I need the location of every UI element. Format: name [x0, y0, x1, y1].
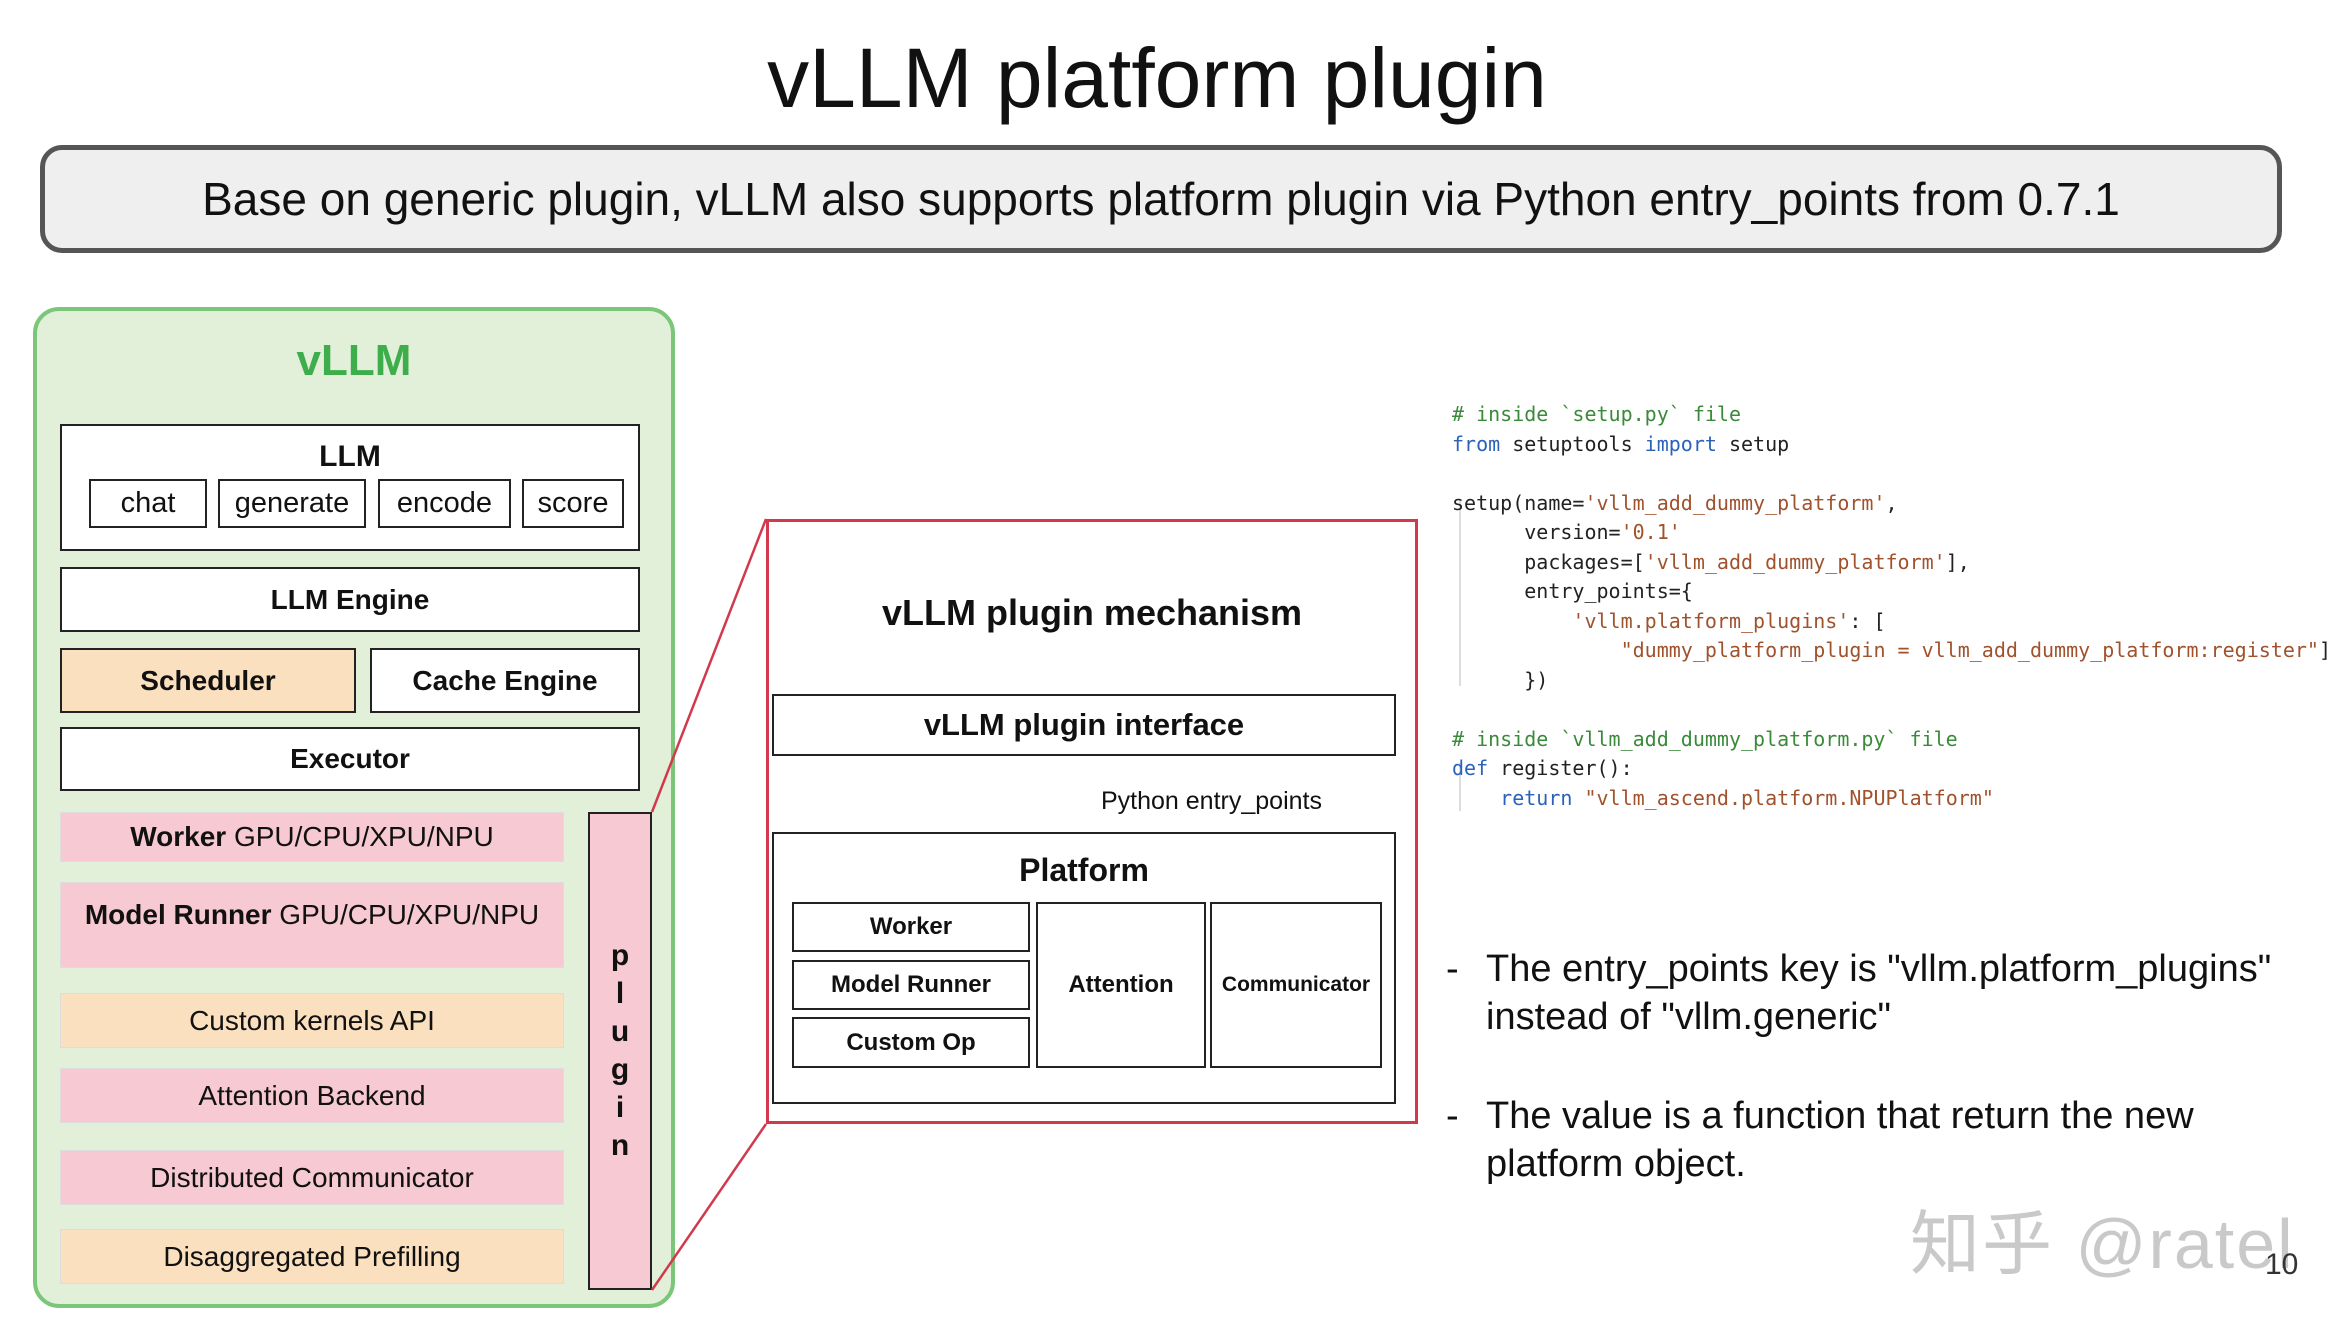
plugin-letter: l [615, 977, 625, 1010]
distributed-communicator-box: Distributed Communicator [60, 1150, 564, 1205]
code-indent-guide [1459, 763, 1461, 811]
code-keyword: import [1644, 431, 1717, 456]
code-text: name= [1524, 490, 1585, 515]
entry-points-label: Python entry_points [1101, 787, 1322, 815]
bullet-dash: - [1446, 1095, 1459, 1137]
platform-title: Platform [1019, 852, 1149, 888]
plugin-letter: i [615, 1091, 625, 1124]
code-text: }) [1524, 667, 1549, 692]
generate-button[interactable]: generate [218, 479, 366, 528]
encode-button[interactable]: encode [378, 479, 511, 528]
bullet-entry-points-key: - The entry_points key is "vllm.platform… [1446, 945, 2326, 1041]
code-text: register(): [1488, 756, 1633, 780]
code-text: : [ [1849, 608, 1886, 633]
vllm-panel-title: vLLM [296, 336, 412, 385]
code-snippet: # inside `setup.py` file from setuptools… [1452, 400, 2332, 813]
scheduler-box: Scheduler [60, 648, 356, 713]
code-text: setup( [1452, 490, 1525, 515]
zoom-line-bottom [650, 1123, 768, 1291]
llm-title: LLM [319, 440, 381, 473]
code-text: version= [1524, 520, 1621, 544]
bullet-value-function: - The value is a function that return th… [1446, 1092, 2326, 1188]
plugin-letter: g [610, 1053, 630, 1086]
executor-box: Executor [60, 727, 640, 791]
model-runner-devices: GPU/CPU/XPU/NPU [271, 899, 540, 930]
code-text: ] [2318, 638, 2332, 662]
summary-banner: Base on generic plugin, vLLM also suppor… [40, 145, 2282, 253]
plugin-interface-box: vLLM plugin interface [772, 694, 1396, 756]
worker-box: Worker GPU/CPU/XPU/NPU [60, 812, 564, 862]
platform-communicator-box: Communicator [1210, 902, 1382, 1068]
code-string: 'vllm_add_dummy_platform' [1584, 490, 1886, 515]
platform-worker-box: Worker [792, 902, 1030, 952]
code-text: entry_points={ [1524, 579, 1693, 603]
code-string: 'vllm_add_dummy_platform' [1644, 549, 1946, 574]
code-string: "dummy_platform_plugin = vllm_add_dummy_… [1620, 638, 2319, 662]
code-text: , [1885, 490, 1898, 515]
plugin-letter: p [610, 939, 630, 972]
code-indent-guide [1459, 500, 1461, 686]
worker-label: Worker [130, 821, 227, 852]
code-text: setup [1716, 431, 1790, 456]
code-text: packages=[ [1524, 549, 1645, 574]
platform-custom-op-box: Custom Op [792, 1017, 1030, 1068]
plugin-letter: u [610, 1015, 630, 1048]
slide-title: vLLM platform plugin [767, 31, 1547, 125]
plugin-column: p l u g i n [588, 812, 652, 1290]
code-string: '0.1' [1620, 520, 1681, 544]
code-string: 'vllm.platform_plugins' [1572, 608, 1850, 633]
watermark: 知乎 @ratel [1910, 1205, 2295, 1283]
model-runner-label: Model Runner [84, 899, 272, 930]
code-string: "vllm_ascend.platform.NPUPlatform" [1572, 785, 1994, 810]
code-comment: # inside `vllm_add_dummy_platform.py` fi… [1452, 726, 1958, 751]
code-keyword: from [1452, 431, 1501, 456]
code-comment: # inside `setup.py` file [1452, 402, 1741, 426]
model-runner-box: Model Runner GPU/CPU/XPU/NPU [60, 882, 564, 968]
plugin-letter: n [610, 1129, 630, 1162]
zoom-line-top [650, 518, 768, 813]
code-text: ], [1945, 549, 1970, 574]
page-number: 10 [2265, 1248, 2299, 1281]
bullet-text: The entry_points key is "vllm.platform_p… [1486, 948, 2272, 1038]
chat-button[interactable]: chat [89, 479, 207, 528]
score-button[interactable]: score [522, 479, 624, 528]
code-text: setuptools [1500, 431, 1645, 456]
mechanism-title: vLLM plugin mechanism [881, 592, 1303, 633]
worker-devices: GPU/CPU/XPU/NPU [226, 821, 494, 852]
cache-engine-box: Cache Engine [370, 648, 640, 713]
custom-kernels-box: Custom kernels API [60, 993, 564, 1048]
llm-engine-box: LLM Engine [60, 567, 640, 632]
summary-banner-text: Base on generic plugin, vLLM also suppor… [202, 173, 2120, 225]
attention-backend-box: Attention Backend [60, 1068, 564, 1123]
bullet-dash: - [1446, 948, 1459, 990]
code-keyword: return [1500, 785, 1573, 810]
disaggregated-prefilling-box: Disaggregated Prefilling [60, 1229, 564, 1284]
bullet-text: The value is a function that return the … [1486, 1095, 2194, 1185]
platform-attention-box: Attention [1036, 902, 1206, 1068]
code-keyword: def [1452, 756, 1489, 780]
platform-model-runner-box: Model Runner [792, 960, 1030, 1010]
